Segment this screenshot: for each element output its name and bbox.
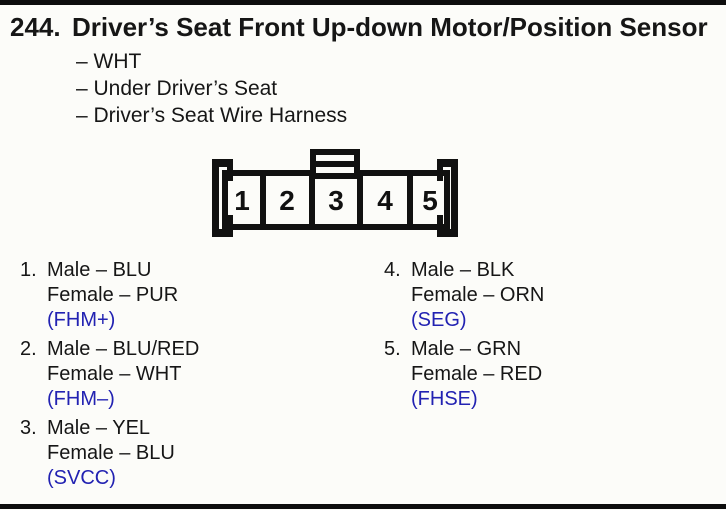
pin-female-wire-color: Female – PUR: [47, 284, 179, 306]
left-ear-bracket: [212, 159, 233, 237]
pin-female-wire-color: Female – RED: [411, 363, 543, 385]
pin-detail-2: 2. Male – BLU/RED Female – WHT (FHM–): [20, 337, 350, 412]
connector-diagram: 1 2 3 4 5: [212, 149, 458, 237]
section-number: 244.: [10, 12, 61, 42]
pin-signal-link[interactable]: (SEG): [411, 309, 467, 331]
connector-pin-4-label: 4: [377, 185, 393, 216]
latch-tab-rib: [310, 161, 360, 167]
pin-number: 4.: [384, 259, 401, 281]
pin-detail-1: 1. Male – BLU Female – PUR (FHM+): [20, 258, 350, 333]
pin-detail-4: 4. Male – BLK Female – ORN (SEG): [384, 258, 714, 333]
connector-pin-2-label: 2: [279, 185, 295, 216]
section-heading: 244. Driver’s Seat Front Up-down Motor/Po…: [10, 12, 720, 42]
pin-male-wire-color: Male – BLU/RED: [47, 338, 200, 360]
pin-male-wire-color: Male – YEL: [47, 417, 151, 439]
bottom-section-rule: [0, 504, 726, 509]
property-location: – Under Driver’s Seat: [76, 77, 278, 100]
pin-male-wire-color: Male – BLU: [47, 259, 152, 281]
pin-signal-link[interactable]: (FHSE): [411, 388, 478, 410]
cavity-divider: [407, 173, 413, 227]
property-connector-color: – WHT: [76, 50, 142, 73]
property-harness: – Driver’s Seat Wire Harness: [76, 104, 348, 127]
pin-list-left-column: 1. Male – BLU Female – PUR (FHM+) 2. Mal…: [20, 258, 350, 495]
cavity-divider: [357, 173, 363, 227]
cavity-divider: [309, 173, 315, 227]
pin-female-wire-color: Female – WHT: [47, 363, 182, 385]
pin-female-wire-color: Female – ORN: [411, 284, 545, 306]
pin-list-right-column: 4. Male – BLK Female – ORN (SEG) 5. Male…: [384, 258, 714, 416]
section-title: Driver’s Seat Front Up-down Motor/Positi…: [72, 12, 708, 42]
pin-signal-link[interactable]: (FHM+): [47, 309, 116, 331]
pin-female-wire-color: Female – BLU: [47, 442, 175, 464]
pin-detail-5: 5. Male – GRN Female – RED (FHSE): [384, 337, 714, 412]
pin-signal-link[interactable]: (SVCC): [47, 467, 116, 489]
pin-male-wire-color: Male – GRN: [411, 338, 522, 360]
top-section-rule: [0, 0, 726, 5]
pin-number: 3.: [20, 417, 37, 439]
pin-detail-3: 3. Male – YEL Female – BLU (SVCC): [20, 416, 350, 491]
cavity-divider: [260, 173, 266, 227]
pin-number: 2.: [20, 338, 37, 360]
connector-pin-5-label: 5: [422, 185, 438, 216]
pin-male-wire-color: Male – BLK: [411, 259, 515, 281]
right-ear-bracket: [437, 159, 458, 237]
pin-signal-link[interactable]: (FHM–): [47, 388, 115, 410]
connector-pin-3-label: 3: [328, 185, 344, 216]
pin-number: 5.: [384, 338, 401, 360]
connector-properties: – WHT – Under Driver’s Seat – Driver’s S…: [76, 48, 347, 129]
pin-number: 1.: [20, 259, 37, 281]
connector-pin-1-label: 1: [234, 185, 250, 216]
